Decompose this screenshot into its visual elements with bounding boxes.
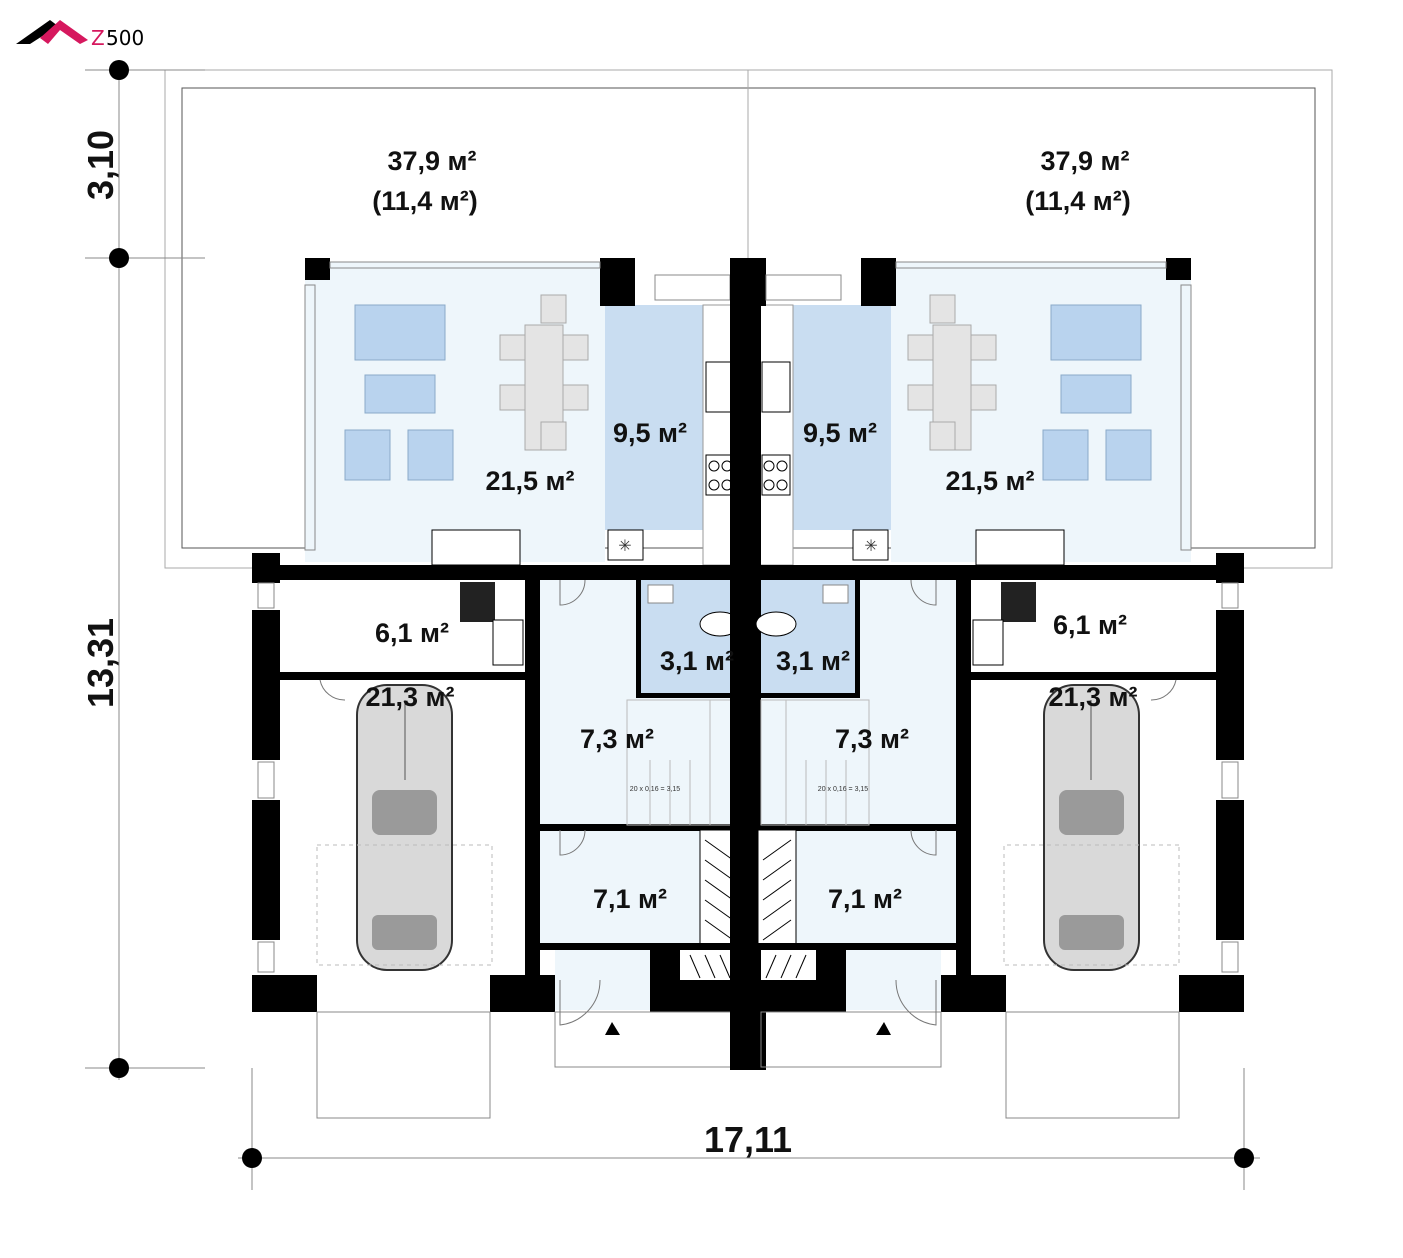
living-area: 21,5 м² bbox=[945, 466, 1034, 496]
utility-area: 6,1 м² bbox=[1053, 610, 1127, 640]
plan-right-unit bbox=[729, 257, 1245, 1119]
vestibule-area: 7,1 м² bbox=[828, 884, 902, 914]
kitchen-area: 9,5 м² bbox=[613, 418, 687, 448]
utility-area: 6,1 м² bbox=[375, 618, 449, 648]
terrace-covered-area: (11,4 м²) bbox=[372, 186, 478, 216]
bathroom-area: 3,1 м² bbox=[660, 646, 734, 676]
plan-left-unit bbox=[251, 257, 767, 1119]
hall-area: 7,3 м² bbox=[580, 724, 654, 754]
stairs-note: 20 x 0,16 = 3,15 bbox=[630, 786, 681, 793]
dim-terrace-depth: 3,10 bbox=[80, 130, 121, 200]
logo-accent: Z bbox=[91, 26, 105, 50]
dim-house-depth: 13,31 bbox=[80, 618, 121, 708]
terrace-area: 37,9 м² bbox=[1040, 146, 1129, 176]
stairs-note: 20 x 0,16 = 3,15 bbox=[818, 786, 869, 793]
logo-text: 500 bbox=[106, 26, 144, 50]
garage-area: 21,3 м² bbox=[1048, 682, 1137, 712]
vestibule-area: 7,1 м² bbox=[593, 884, 667, 914]
dim-house-width: 17,11 bbox=[704, 1119, 792, 1160]
living-area: 21,5 м² bbox=[485, 466, 574, 496]
terrace-covered-area: (11,4 м²) bbox=[1025, 186, 1131, 216]
hall-area: 7,3 м² bbox=[835, 724, 909, 754]
bathroom-area: 3,1 м² bbox=[776, 646, 850, 676]
terrace-area: 37,9 м² bbox=[387, 146, 476, 176]
garage-area: 21,3 м² bbox=[365, 682, 454, 712]
dimension-lines bbox=[85, 60, 1260, 1190]
kitchen-area: 9,5 м² bbox=[803, 418, 877, 448]
z500-logo: Z 500 bbox=[16, 20, 144, 50]
